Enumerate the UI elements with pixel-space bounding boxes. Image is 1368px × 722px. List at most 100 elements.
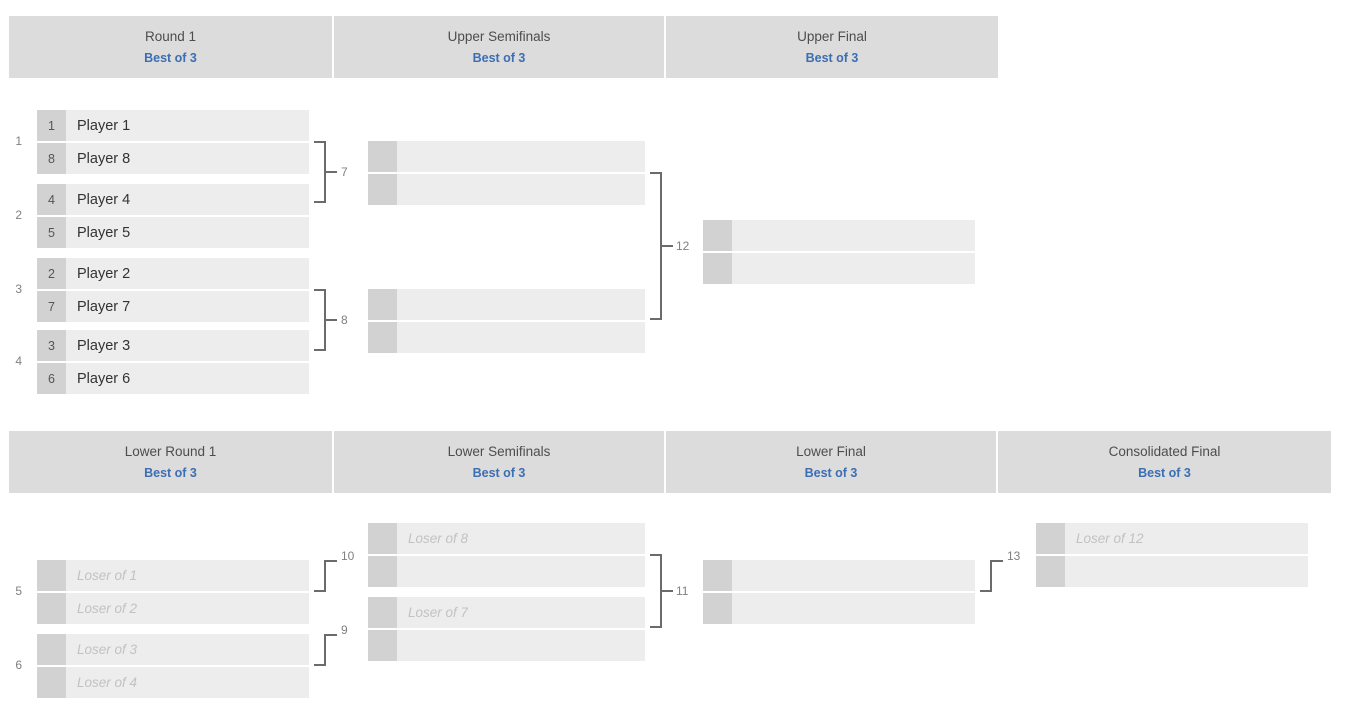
seed-number [368,141,397,172]
participant-name: Player 6 [77,370,131,387]
round-header-format: Best of 3 [804,466,858,480]
seed-number [1036,523,1065,554]
round-header-consolidated-final[interactable]: Consolidated Final Best of 3 [998,431,1331,493]
match-box-2[interactable]: 4 Player 4 5 Player 5 [37,184,309,248]
seed-number: 3 [37,330,66,361]
match-slot[interactable] [703,251,975,284]
round-header-lower-semifinals[interactable]: Lower Semifinals Best of 3 [334,431,666,493]
match-slot[interactable]: 8 Player 8 [37,141,309,174]
match-slot[interactable]: 1 Player 1 [37,110,309,141]
seed-number [368,556,397,587]
match-box-3[interactable]: 2 Player 2 7 Player 7 [37,258,309,322]
participant-name: Loser of 3 [77,642,138,657]
round-header-title: Lower Semifinals [447,443,551,459]
match-slot[interactable]: 2 Player 2 [37,258,309,289]
round-header-upper-final[interactable]: Upper Final Best of 3 [666,16,998,78]
match-box-11[interactable] [703,560,975,624]
match-slot[interactable] [368,628,645,661]
connector-to-match-12 [649,172,675,320]
seed-number [368,523,397,554]
seed-number [703,593,732,624]
seed-number [37,634,66,665]
seed-number: 6 [37,363,66,394]
round-header-lower-round-1[interactable]: Lower Round 1 Best of 3 [9,431,334,493]
match-slot[interactable]: 6 Player 6 [37,361,309,394]
match-slot[interactable]: Loser of 2 [37,591,309,624]
seed-number [703,560,732,591]
match-slot[interactable]: 4 Player 4 [37,184,309,215]
connector-to-match-7 [313,141,339,203]
participant-name: Player 2 [77,265,131,282]
match-number-2: 2 [15,208,22,222]
match-box-12[interactable] [703,220,975,284]
match-box-13[interactable]: Loser of 12 [1036,523,1308,587]
round-header-title: Upper Semifinals [447,28,551,44]
match-box-6[interactable]: Loser of 3 Loser of 4 [37,634,309,698]
connector-to-match-10 [313,560,339,592]
match-box-1[interactable]: 1 Player 1 8 Player 8 [37,110,309,174]
round-header-title: Upper Final [797,28,867,44]
seed-number: 7 [37,291,66,322]
seed-number: 4 [37,184,66,215]
connector-label-8: 8 [341,313,348,327]
participant-name: Loser of 7 [408,605,469,620]
upper-bracket-header-strip: Round 1 Best of 3 Upper Semifinals Best … [9,16,998,78]
participant-name: Player 1 [77,117,131,134]
participant-name: Loser of 2 [77,601,138,616]
participant-name: Player 3 [77,337,131,354]
connector-label-9: 9 [341,623,348,637]
participant-name: Loser of 8 [408,531,469,546]
match-number-5: 5 [15,584,22,598]
match-slot[interactable] [368,554,645,587]
match-slot[interactable]: 7 Player 7 [37,289,309,322]
match-box-4[interactable]: 3 Player 3 6 Player 6 [37,330,309,394]
round-header-round-1[interactable]: Round 1 Best of 3 [9,16,334,78]
connector-label-12: 12 [676,239,690,253]
seed-number [1036,556,1065,587]
match-slot[interactable] [368,320,645,353]
connector-label-10: 10 [341,549,355,563]
match-slot[interactable]: Loser of 3 [37,634,309,665]
round-header-lower-final[interactable]: Lower Final Best of 3 [666,431,998,493]
match-slot[interactable]: Loser of 12 [1036,523,1308,554]
match-slot[interactable]: 3 Player 3 [37,330,309,361]
match-slot[interactable]: Loser of 8 [368,523,645,554]
match-box-8[interactable] [368,289,645,353]
match-slot[interactable] [1036,554,1308,587]
match-slot[interactable] [368,289,645,320]
round-header-upper-semifinals[interactable]: Upper Semifinals Best of 3 [334,16,666,78]
match-slot[interactable] [368,141,645,172]
seed-number [368,174,397,205]
match-slot[interactable] [703,591,975,624]
match-box-9[interactable]: Loser of 7 [368,597,645,661]
seed-number [368,597,397,628]
match-slot[interactable] [703,560,975,591]
match-slot[interactable]: 5 Player 5 [37,215,309,248]
match-slot[interactable]: Loser of 1 [37,560,309,591]
participant-name: Player 5 [77,224,131,241]
match-slot[interactable] [368,172,645,205]
participant-name: Loser of 1 [77,568,138,583]
connector-label-7: 7 [341,165,348,179]
seed-number [37,667,66,698]
match-box-5[interactable]: Loser of 1 Loser of 2 [37,560,309,624]
round-header-format: Best of 3 [144,466,197,480]
seed-number [703,253,732,284]
seed-number [37,593,66,624]
seed-number [703,220,732,251]
seed-number [368,630,397,661]
participant-name: Player 8 [77,150,131,167]
match-slot[interactable]: Loser of 7 [368,597,645,628]
round-header-title: Consolidated Final [1108,443,1221,459]
round-header-title: Round 1 [144,28,197,44]
participant-name: Player 7 [77,298,131,315]
connector-to-match-9 [313,634,339,666]
lower-bracket-header-strip: Lower Round 1 Best of 3 Lower Semifinals… [9,431,1331,493]
participant-name: Loser of 12 [1076,531,1144,546]
match-box-10[interactable]: Loser of 8 [368,523,645,587]
match-slot[interactable]: Loser of 4 [37,665,309,698]
connector-to-match-8 [313,289,339,351]
match-slot[interactable] [703,220,975,251]
match-box-7[interactable] [368,141,645,205]
